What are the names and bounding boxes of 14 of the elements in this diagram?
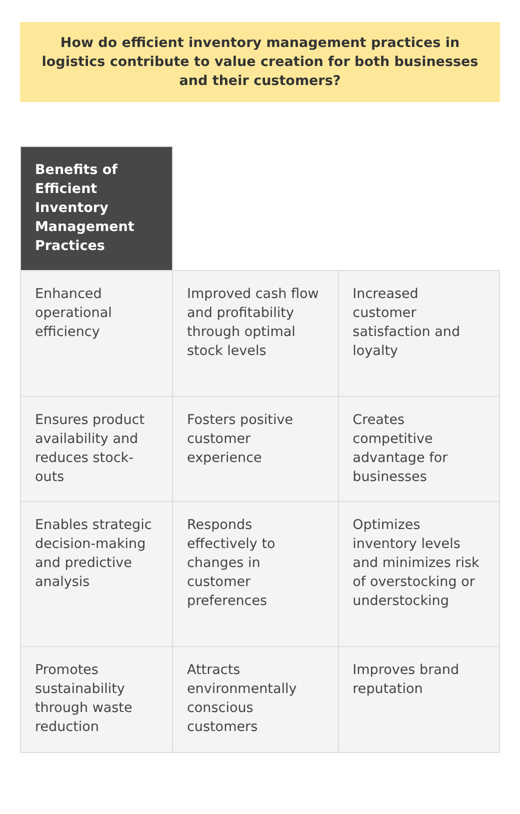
table-cell: Creates competitive advantage for businesses	[338, 396, 500, 502]
table-cell: Ensures product availability and reduces stock-outs	[20, 396, 172, 502]
table-cell: Enhanced operational efficiency	[20, 270, 172, 396]
table-cell: Improved cash flow and profitability through optimal stock levels	[172, 270, 338, 396]
table-cell: Responds effectively to changes in customer preferences	[172, 502, 338, 646]
table-cell: Enables strategic decision-making and predictive analysis	[20, 502, 172, 646]
table-cell: Increased customer satisfaction and loyalty	[338, 270, 500, 396]
table-cell: Attracts environmentally conscious customers	[172, 646, 338, 752]
table-cell: Fosters positive customer experience	[172, 396, 338, 502]
table-cell: Optimizes inventory levels and minimizes risk of overstocking or understocking	[338, 502, 500, 646]
title-banner: How do efficient inventory management practices in logistics contribute to value creation for both businesses and their customers?	[20, 22, 500, 102]
table-cell: Promotes sustainability through waste reduction	[20, 646, 172, 752]
table-header: Benefits of Efficient Inventory Management Practices	[20, 146, 172, 270]
table-cell: Improves brand reputation	[338, 646, 500, 752]
